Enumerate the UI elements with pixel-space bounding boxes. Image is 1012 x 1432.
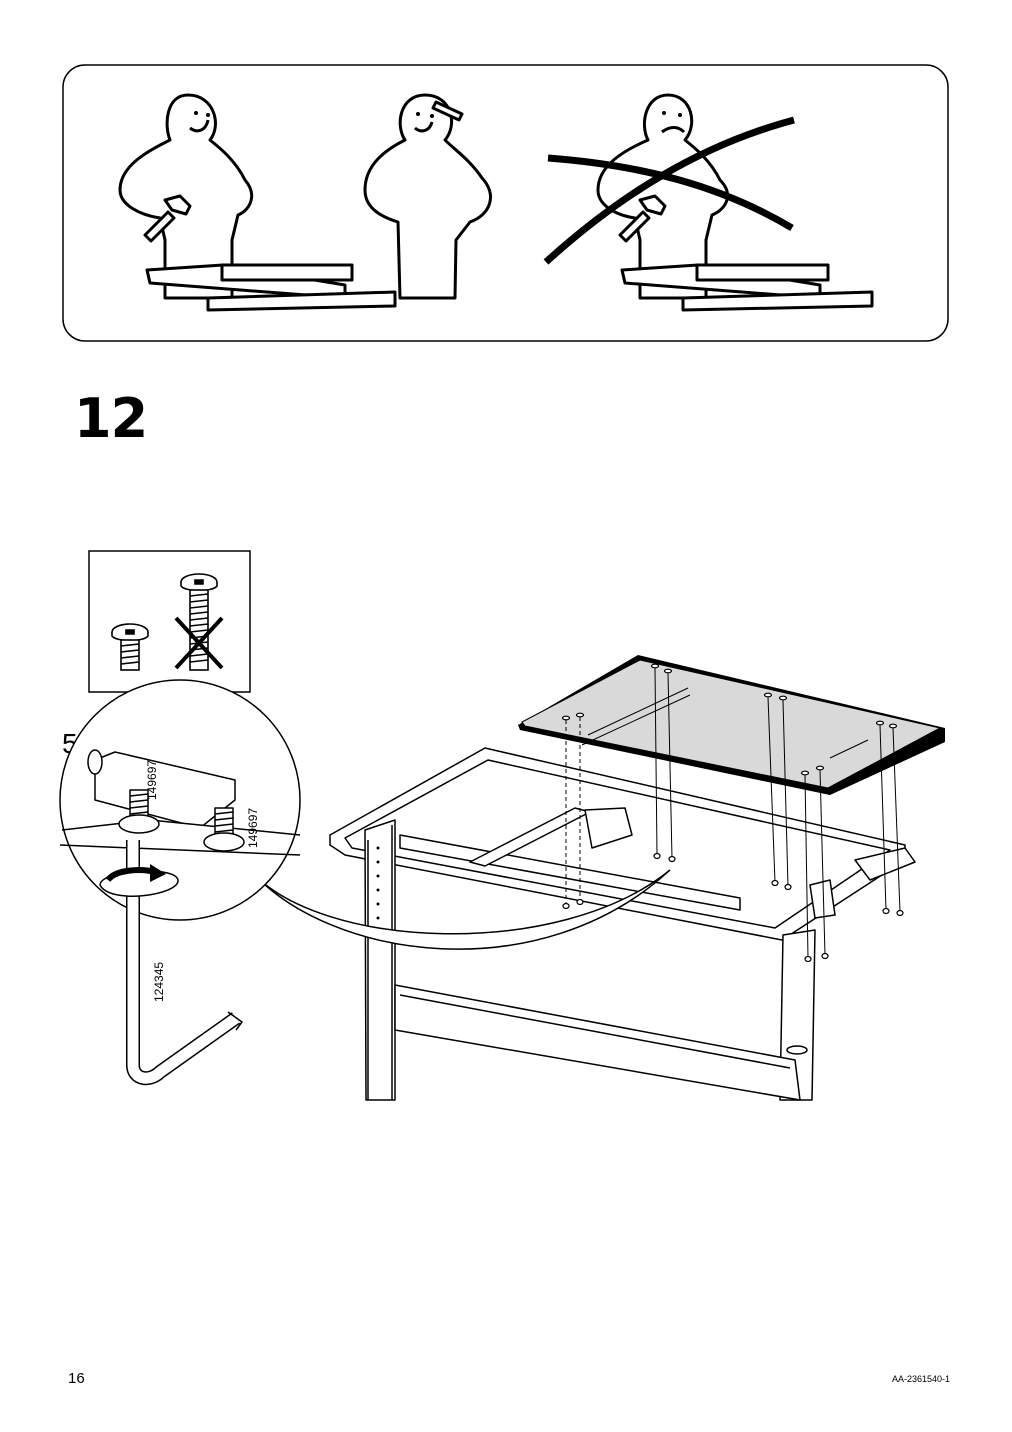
screw-guides (565, 667, 901, 959)
tabletop-panel (518, 655, 945, 795)
desk-frame (329, 747, 916, 1101)
assembly-illustration (59, 655, 945, 1101)
incorrect-cross-icon (174, 616, 224, 670)
person-hammer-smiling-figure (118, 93, 397, 312)
rotate-arrow-icon (99, 864, 179, 897)
person-hammer-frowning-figure (596, 93, 874, 312)
cross-out-mark (543, 116, 795, 265)
page-number: 16 (68, 1370, 85, 1387)
warning-panel (62, 64, 949, 342)
screw-part-number-label: 149697 (145, 759, 159, 800)
screw-choice-box (88, 550, 251, 693)
screw-heads (561, 663, 904, 963)
short-screw-icon (111, 623, 149, 671)
allen-key-part-number-label: 124345 (152, 961, 166, 1002)
detail-magnifier (59, 679, 671, 1086)
screw-part-number-label-2: 149697 (246, 807, 260, 848)
person-pencil-smiling-figure (363, 93, 492, 300)
document-code: AA-2361540-1 (891, 1374, 950, 1384)
step-number: 12 (74, 387, 148, 450)
